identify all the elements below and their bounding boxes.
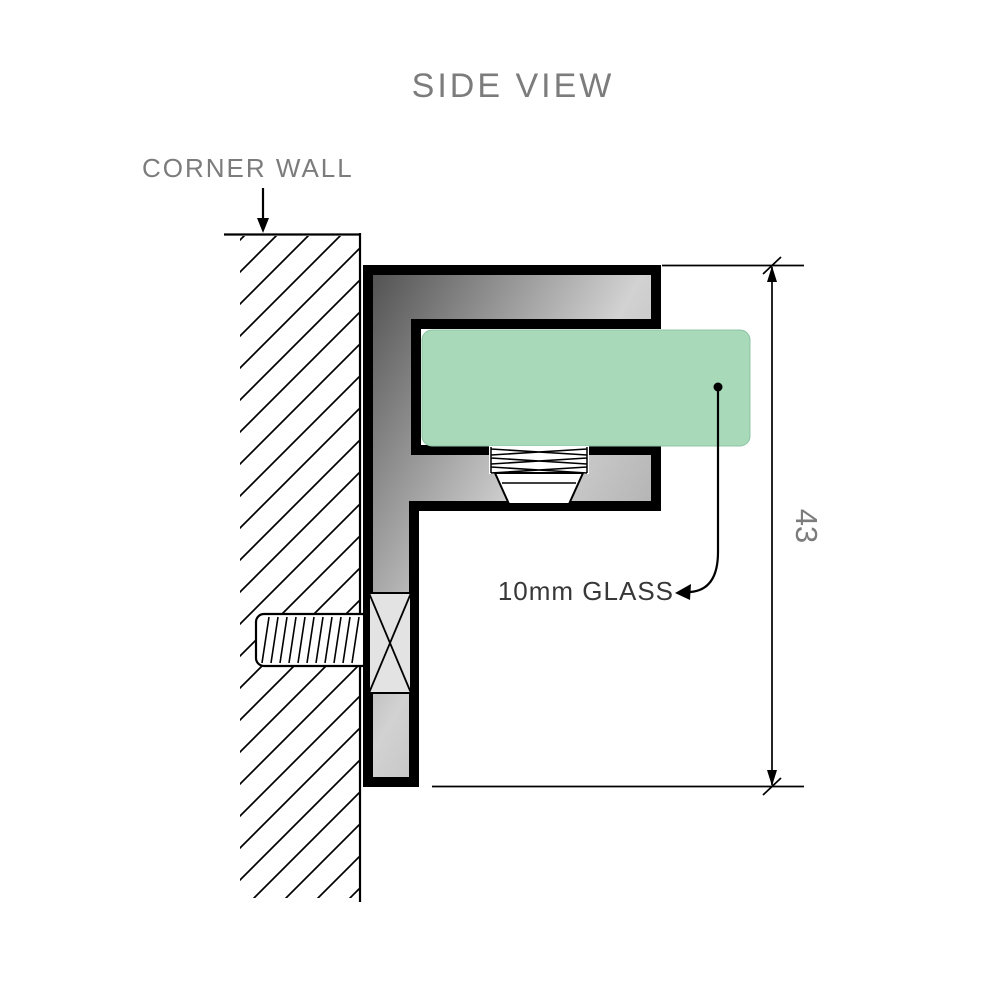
glass-panel <box>421 329 751 447</box>
dimension-43: 43 <box>432 256 824 796</box>
glass-callout: 10mm GLASS <box>498 382 723 606</box>
dimension-arrow-up-icon <box>767 266 777 282</box>
bracket-profile <box>363 265 661 787</box>
diagram-title: SIDE VIEW <box>412 67 615 105</box>
corner-wall-label: CORNER WALL <box>142 153 354 183</box>
wall-screw <box>254 612 372 668</box>
leader-arrow-icon <box>675 584 691 600</box>
dimension-tick-bottom <box>762 777 782 796</box>
dimension-label: 43 <box>789 509 824 543</box>
grub-screw <box>489 446 589 505</box>
leader-line <box>689 391 720 594</box>
wall-hatching <box>226 232 359 902</box>
corner-wall-down-arrow-icon <box>257 188 269 233</box>
leader-dot-icon <box>713 382 723 392</box>
screw-thread-lines <box>261 616 360 664</box>
screw-head <box>368 592 412 694</box>
wall-outline <box>224 233 362 902</box>
dimension-tick-top <box>762 256 782 275</box>
dimension-arrow-down-icon <box>767 770 777 786</box>
glass-label: 10mm GLASS <box>498 576 674 606</box>
grub-screw-threads <box>490 447 588 474</box>
